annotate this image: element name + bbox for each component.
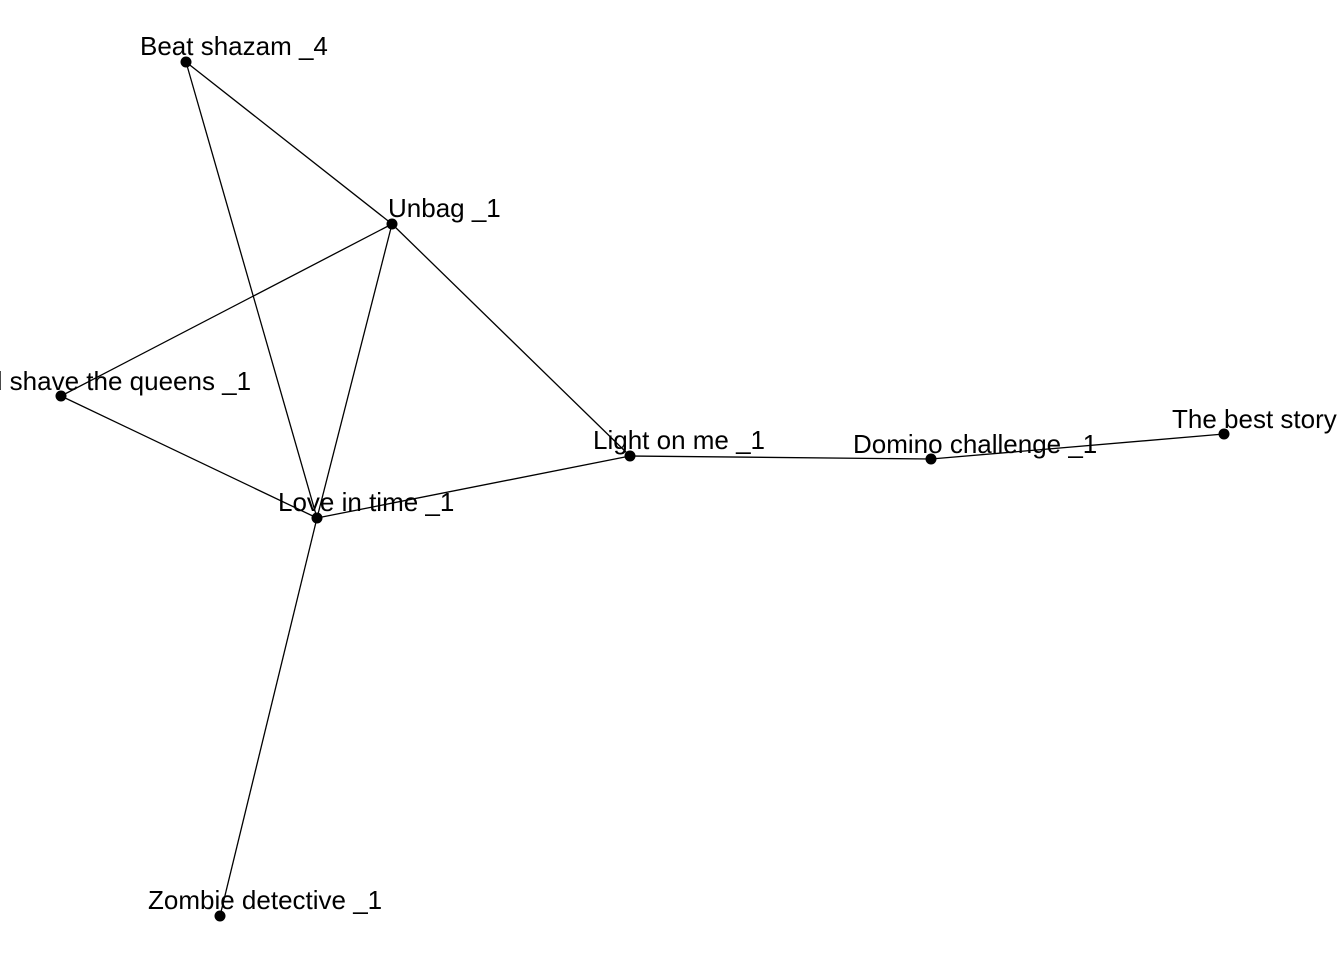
edge-unbag-love-in-time — [316, 223, 393, 519]
edge-beat-shazam-unbag — [185, 61, 393, 225]
edge-domino-challenge-the-best-story — [930, 433, 1225, 460]
edge-love-in-time-light-on-me — [316, 455, 631, 519]
node-zombie-detective: Zombie detective _1 — [148, 885, 382, 922]
edge-unbag-shave-the-queens — [60, 223, 393, 397]
node-label-light-on-me: Light on me _1 — [593, 425, 765, 455]
edge-unbag-light-on-me — [391, 223, 631, 457]
node-dot-shave-the-queens — [55, 390, 67, 402]
graph-edges — [60, 61, 1225, 917]
node-label-the-best-story: The best story — [1172, 404, 1337, 434]
node-label-unbag: Unbag _1 — [388, 193, 501, 223]
node-label-love-in-time: Love in time _1 — [278, 487, 454, 517]
node-unbag: Unbag _1 — [386, 193, 501, 230]
node-the-best-story: The best story — [1172, 404, 1337, 440]
node-light-on-me: Light on me _1 — [593, 425, 765, 462]
node-label-domino-challenge: Domino challenge _1 — [853, 429, 1097, 459]
node-dot-love-in-time — [311, 512, 323, 524]
node-dot-light-on-me — [624, 450, 636, 462]
graph-nodes: Beat shazam _4 Unbag _1d shave the queens… — [0, 31, 1337, 922]
edge-beat-shazam-love-in-time — [185, 61, 318, 519]
node-label-zombie-detective: Zombie detective _1 — [148, 885, 382, 915]
node-dot-the-best-story — [1218, 428, 1230, 440]
edge-light-on-me-domino-challenge — [629, 455, 932, 460]
node-dot-unbag — [386, 218, 398, 230]
node-label-shave-the-queens: d shave the queens _1 — [0, 366, 251, 396]
node-beat-shazam: Beat shazam _4 — [140, 31, 328, 68]
node-dot-domino-challenge — [925, 453, 937, 465]
edge-love-in-time-zombie-detective — [219, 517, 318, 917]
node-love-in-time: Love in time _1 — [278, 487, 454, 524]
node-shave-the-queens: d shave the queens _1 — [0, 366, 251, 402]
node-dot-beat-shazam — [180, 56, 192, 68]
node-dot-zombie-detective — [214, 910, 226, 922]
node-label-beat-shazam: Beat shazam _4 — [140, 31, 328, 61]
node-domino-challenge: Domino challenge _1 — [853, 429, 1097, 465]
edge-shave-the-queens-love-in-time — [60, 395, 318, 519]
